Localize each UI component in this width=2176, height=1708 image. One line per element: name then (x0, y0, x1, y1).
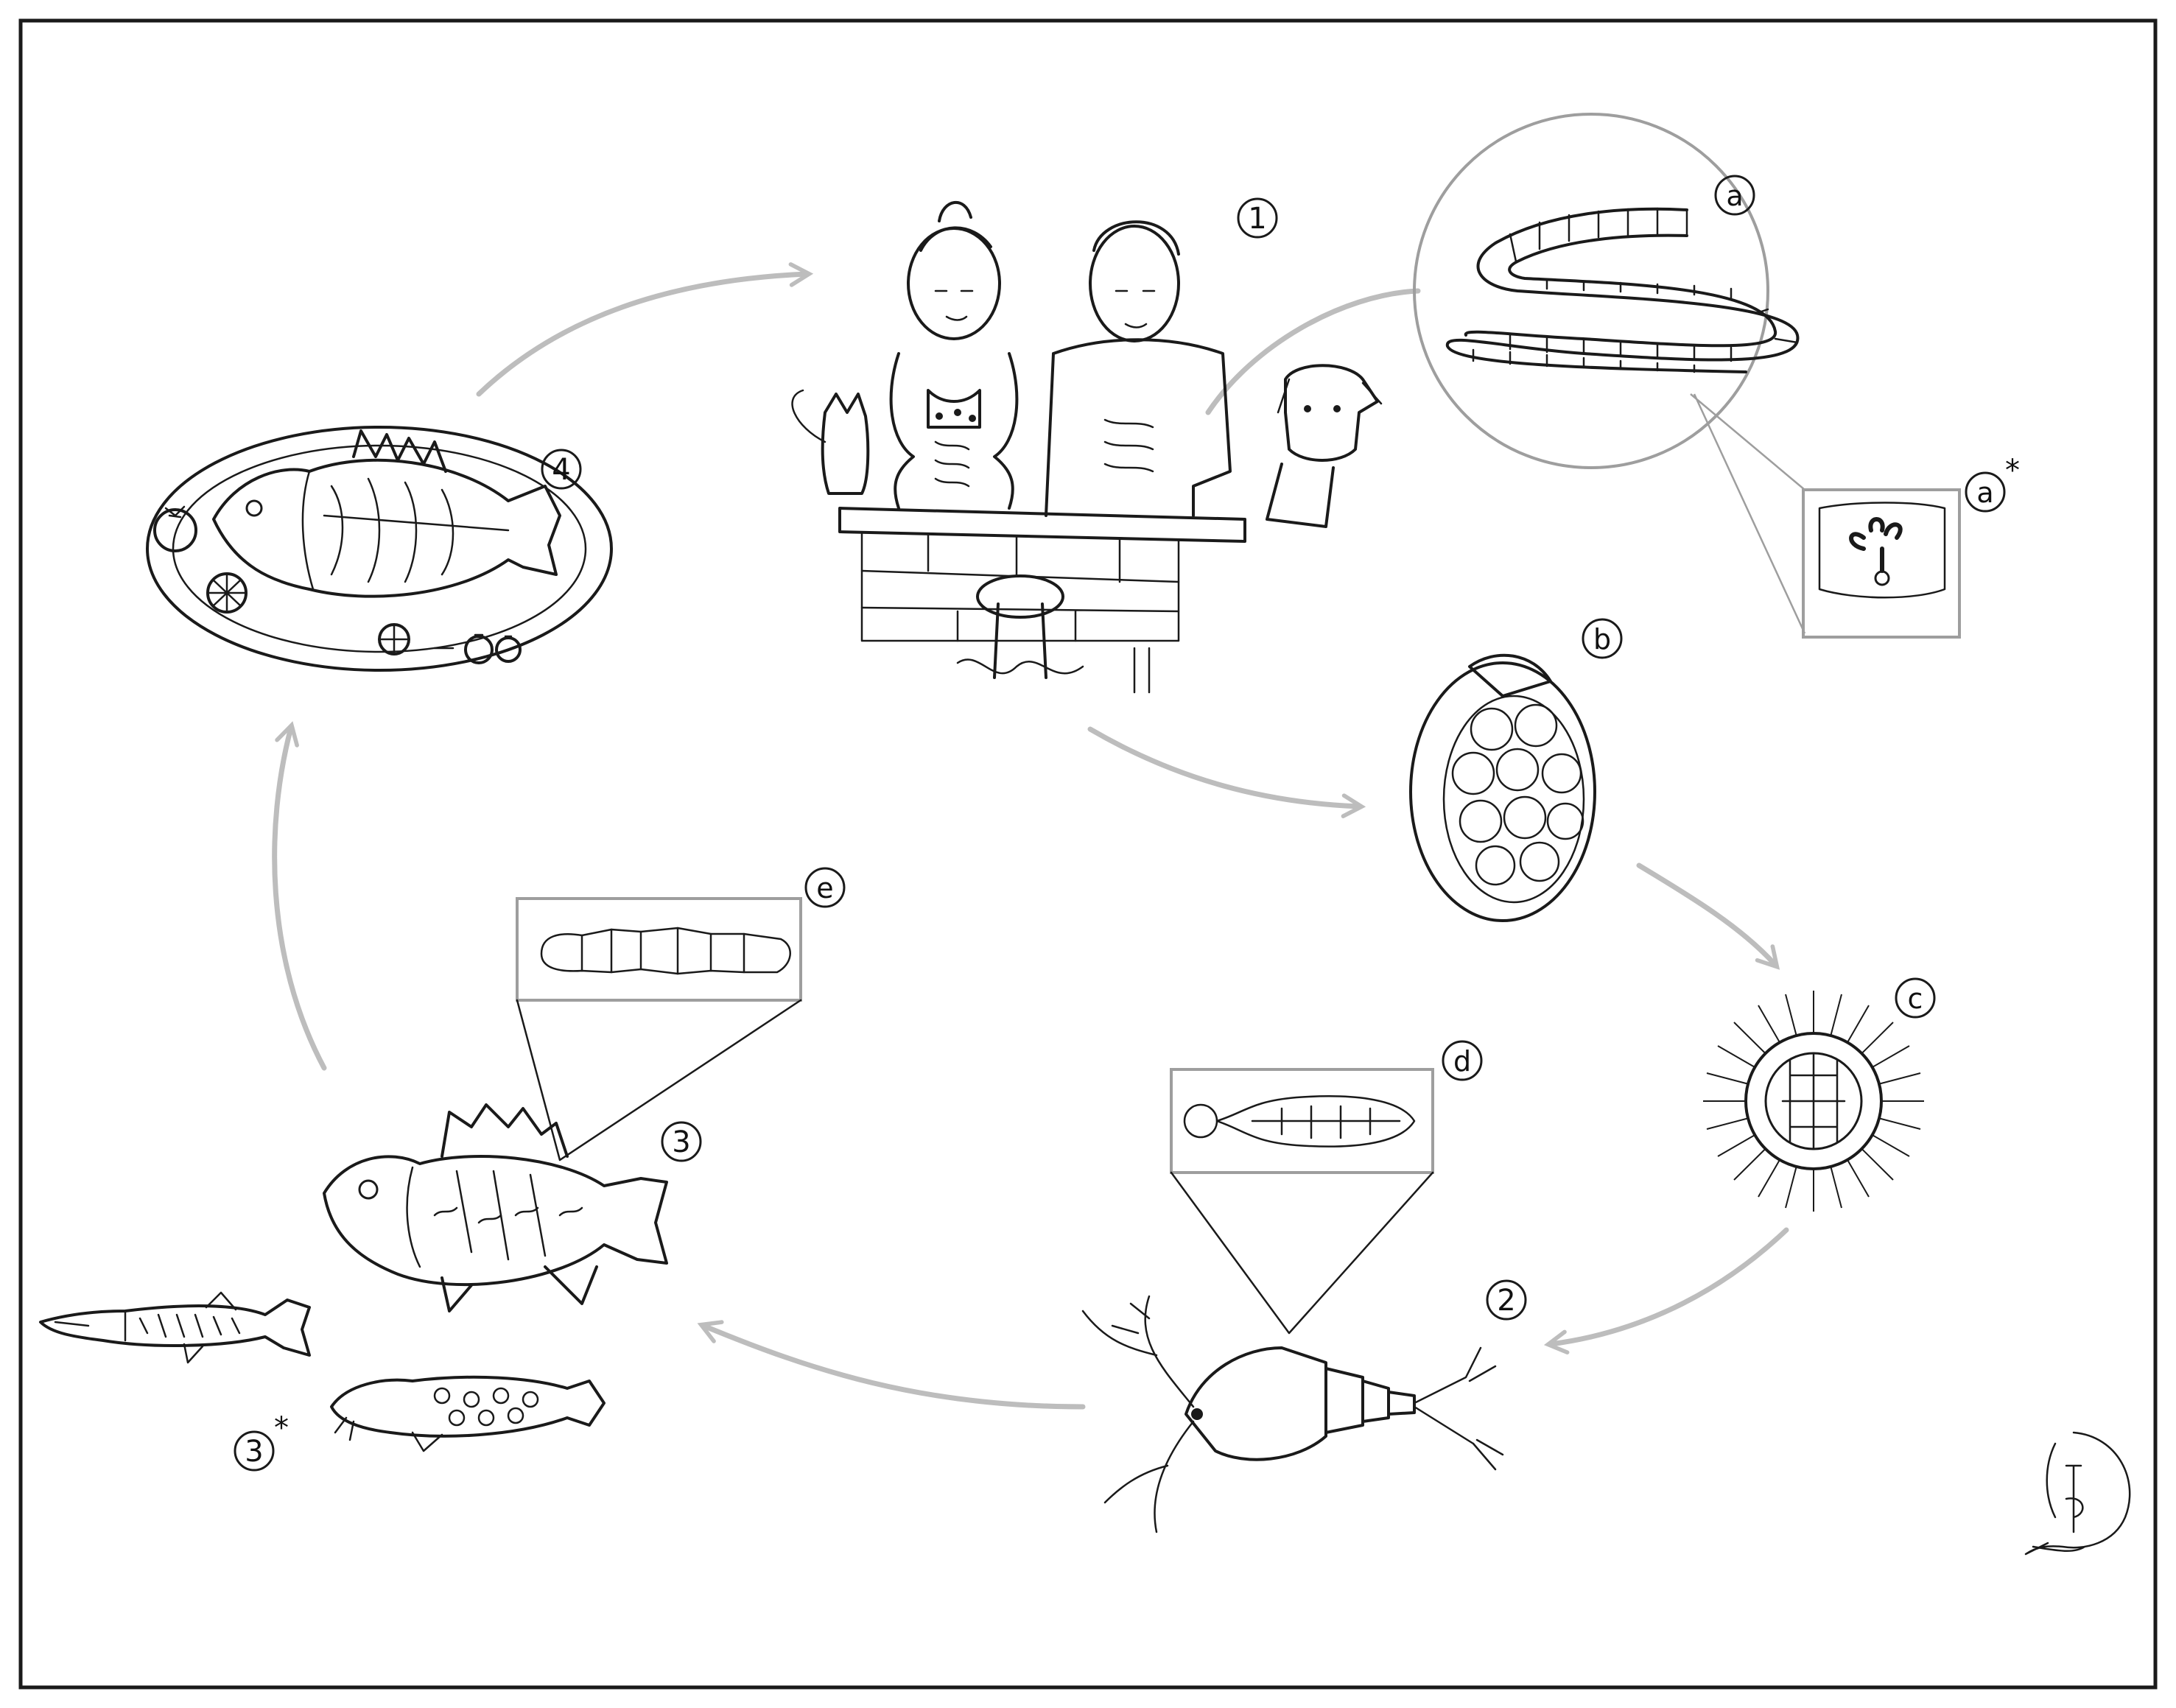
arrow-worm-to-host (1205, 288, 1421, 415)
stage-3-marker (661, 1121, 702, 1162)
form-d-marker (1442, 1040, 1483, 1081)
form-c-marker (1895, 977, 1936, 1019)
form-a-detail-marker (1965, 471, 2006, 513)
arrow-fish-to-dish (272, 721, 327, 1071)
stage-3-alt-label: 3 (245, 1435, 263, 1469)
plerocercoid-connector (516, 999, 802, 1161)
tapeworm-lens (1413, 113, 1769, 469)
stage-1-marker (1237, 197, 1278, 239)
arrow-dish-to-humans (476, 262, 814, 397)
form-a-label: a (1726, 180, 1743, 212)
burbot-fish-icon (330, 1375, 606, 1452)
pike-fish-icon (39, 1291, 311, 1364)
copepod-icon (1081, 1295, 1504, 1533)
form-a-marker (1714, 175, 1755, 216)
form-b-marker (1582, 618, 1623, 659)
arrow-humans-to-egg (1087, 726, 1366, 818)
plerocercoid-detail-box (516, 897, 802, 1002)
stage-3-alt-marker (234, 1430, 275, 1472)
outer-frame (18, 18, 2158, 1690)
arrow-copepod-to-fish (697, 1320, 1086, 1410)
stage-1-label: 1 (1248, 202, 1266, 236)
scolex-connector (1690, 393, 1806, 634)
stage-2-marker (1486, 1279, 1527, 1321)
stage-4-marker (541, 449, 582, 490)
humans-pets-icon (791, 201, 1383, 694)
egg-icon (1409, 653, 1596, 922)
procercoid-icon (1183, 1095, 1416, 1148)
form-d-label: d (1453, 1045, 1471, 1078)
stage-3-alt-star: * (274, 1411, 289, 1445)
form-c-label: c (1908, 983, 1923, 1015)
form-a-detail-label: a (1976, 477, 1993, 509)
signature-icon (2024, 1431, 2131, 1556)
stage-2-label: 2 (1497, 1284, 1515, 1318)
procercoid-connector (1170, 1171, 1434, 1335)
form-a-detail-star: * (2005, 454, 2020, 488)
form-b-label: b (1593, 623, 1611, 656)
fish-dish-icon (146, 426, 613, 672)
perch-fish-icon (323, 1103, 668, 1312)
stage-3-label: 3 (672, 1125, 690, 1159)
cycle-arrows (272, 262, 1789, 1410)
plerocercoid-icon (540, 927, 791, 975)
coracidium-icon (1703, 991, 1924, 1212)
form-e-marker (804, 867, 846, 908)
scolex-icon (1818, 502, 1946, 599)
arrow-egg-to-coracidium (1636, 862, 1780, 970)
scolex-detail-box (1802, 488, 1961, 639)
tapeworm-icon (1445, 207, 1800, 373)
procercoid-detail-box (1170, 1068, 1434, 1174)
arrow-coracidium-to-copepod (1543, 1227, 1789, 1354)
stage-4-label: 4 (552, 453, 570, 487)
form-e-label: e (816, 872, 833, 904)
